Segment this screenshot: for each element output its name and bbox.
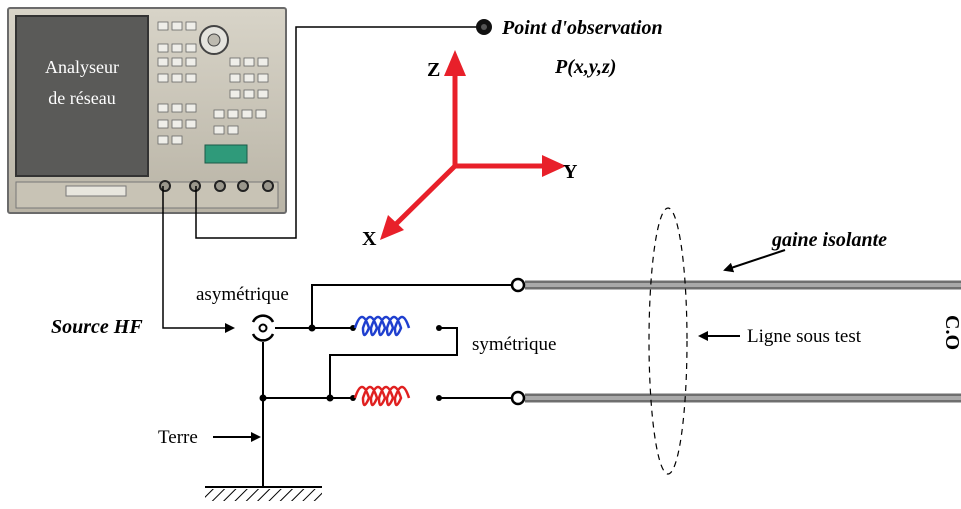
wiring-junctions (259, 324, 442, 402)
analyzer-display-led (204, 144, 248, 164)
x-axis-arrowhead (380, 215, 404, 240)
coax-source-connector (251, 314, 275, 342)
analyzer-ports (159, 180, 274, 192)
measurement-plane-ellipse (648, 207, 688, 475)
source-hf-label: Source HF (51, 316, 143, 338)
analyzer-label-line2: de réseau (48, 88, 115, 108)
terre-label: Terre (158, 427, 198, 448)
line-under-test (525, 280, 961, 403)
analyzer-screen (15, 15, 149, 177)
y-axis-arrowhead (542, 155, 566, 177)
asymetrique-label: asymétrique (196, 284, 289, 305)
top-coil (353, 315, 411, 337)
bottom-line-connector (510, 390, 526, 406)
observation-coords: P(x,y,z) (554, 56, 616, 78)
z-axis-label: Z (427, 59, 440, 81)
circuit-ouvert-label: C.O (941, 315, 961, 350)
observation-title: Point d'observation (501, 17, 663, 39)
y-axis-label: Y (563, 161, 578, 183)
analyzer-label-line1: Analyseur (45, 57, 119, 77)
wiring (262, 284, 514, 487)
x-axis-label: X (362, 228, 377, 250)
z-axis-arrowhead (444, 50, 466, 76)
probe-cable (195, 26, 478, 239)
coordinate-axes (380, 50, 566, 240)
source-cable (162, 186, 235, 333)
gaine-isolante-label: gaine isolante (771, 229, 887, 251)
analyzer-buttons (157, 21, 269, 145)
ground-hatch (205, 489, 322, 501)
symetrique-label: symétrique (472, 334, 556, 355)
top-line-connector (510, 277, 526, 293)
network-analyzer: Analyseur de réseau (7, 7, 287, 214)
ligne-sous-test-label: Ligne sous test (747, 326, 862, 347)
bottom-coil (353, 385, 411, 407)
gaine-arrow (723, 249, 786, 273)
